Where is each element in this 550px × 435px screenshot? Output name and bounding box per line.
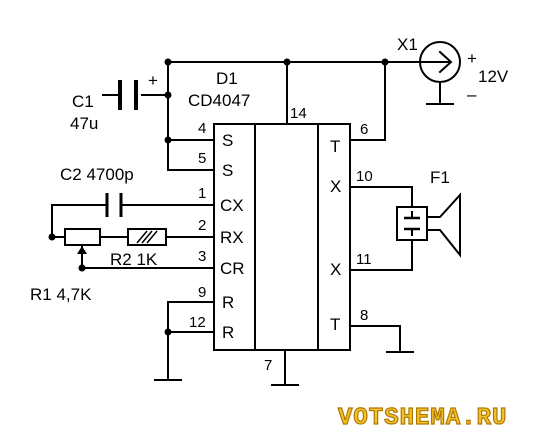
wires [51, 61, 454, 386]
junction-dot [164, 136, 172, 144]
component-labels: D1 CD4047 C1 47u + C2 4700p R1 4,7K R2 1… [30, 35, 509, 304]
resistor-r2 [127, 228, 167, 246]
pin-name: T [330, 315, 340, 334]
pin-name: S [222, 131, 233, 150]
label-c1-value: 47u [70, 114, 98, 133]
label-r1: R1 4,7K [30, 285, 92, 304]
pin-name: X [330, 177, 341, 196]
pin-name: R [222, 323, 234, 342]
label-r2: R2 1K [110, 250, 158, 269]
pin-num: 11 [356, 251, 372, 268]
pin-name: X [330, 260, 341, 279]
label-plus: + [467, 49, 477, 68]
junction-dot [48, 233, 56, 241]
label-x1: X1 [397, 35, 418, 54]
label-minus: – [467, 85, 477, 104]
label-c2: C2 4700p [60, 165, 134, 184]
pin-num: 12 [189, 314, 206, 331]
pin-name: RX [220, 228, 244, 247]
junctions [48, 58, 389, 336]
junction-dot [381, 58, 389, 66]
pin-num: 1 [198, 185, 206, 202]
pin-num: 8 [360, 307, 368, 324]
label-f1: F1 [430, 168, 450, 187]
label-c1-ref: C1 [72, 92, 94, 111]
label-supply: 12V [478, 67, 509, 86]
pin-name: CX [220, 196, 244, 215]
junction-dot [78, 264, 86, 272]
pins-right: 6 10 11 8 T X X T [330, 121, 373, 334]
pin-name: R [222, 293, 234, 312]
pin-name: T [330, 137, 340, 156]
pin-num-top: 14 [290, 105, 307, 122]
pin-name: S [222, 161, 233, 180]
pin-num: 3 [198, 248, 206, 265]
pin-num: 2 [198, 217, 206, 234]
pin-num: 5 [198, 150, 206, 167]
junction-dot [164, 58, 172, 66]
label-d1-part: CD4047 [188, 91, 250, 110]
watermark: VOTSHEMA.RU [338, 405, 507, 432]
speaker-f1 [396, 192, 461, 258]
pin-num: 10 [356, 168, 373, 185]
pin-num: 6 [360, 121, 368, 138]
capacitor-c1 [118, 80, 138, 110]
pin-name: CR [220, 259, 245, 278]
junction-dot [283, 58, 291, 66]
junction-dot [164, 328, 172, 336]
resistor-r1 [64, 228, 101, 254]
pin-num-bottom: 7 [264, 357, 272, 374]
connector-x1 [419, 41, 461, 83]
label-c1-plus: + [148, 71, 158, 90]
label-d1-ref: D1 [216, 69, 238, 88]
pins-left: 4 5 1 2 3 9 12 S S CX RX CR R R [189, 120, 245, 342]
junction-dot [164, 91, 172, 99]
pin-num: 4 [198, 120, 206, 137]
pin-num: 9 [198, 284, 206, 301]
capacitor-c2 [105, 193, 123, 217]
